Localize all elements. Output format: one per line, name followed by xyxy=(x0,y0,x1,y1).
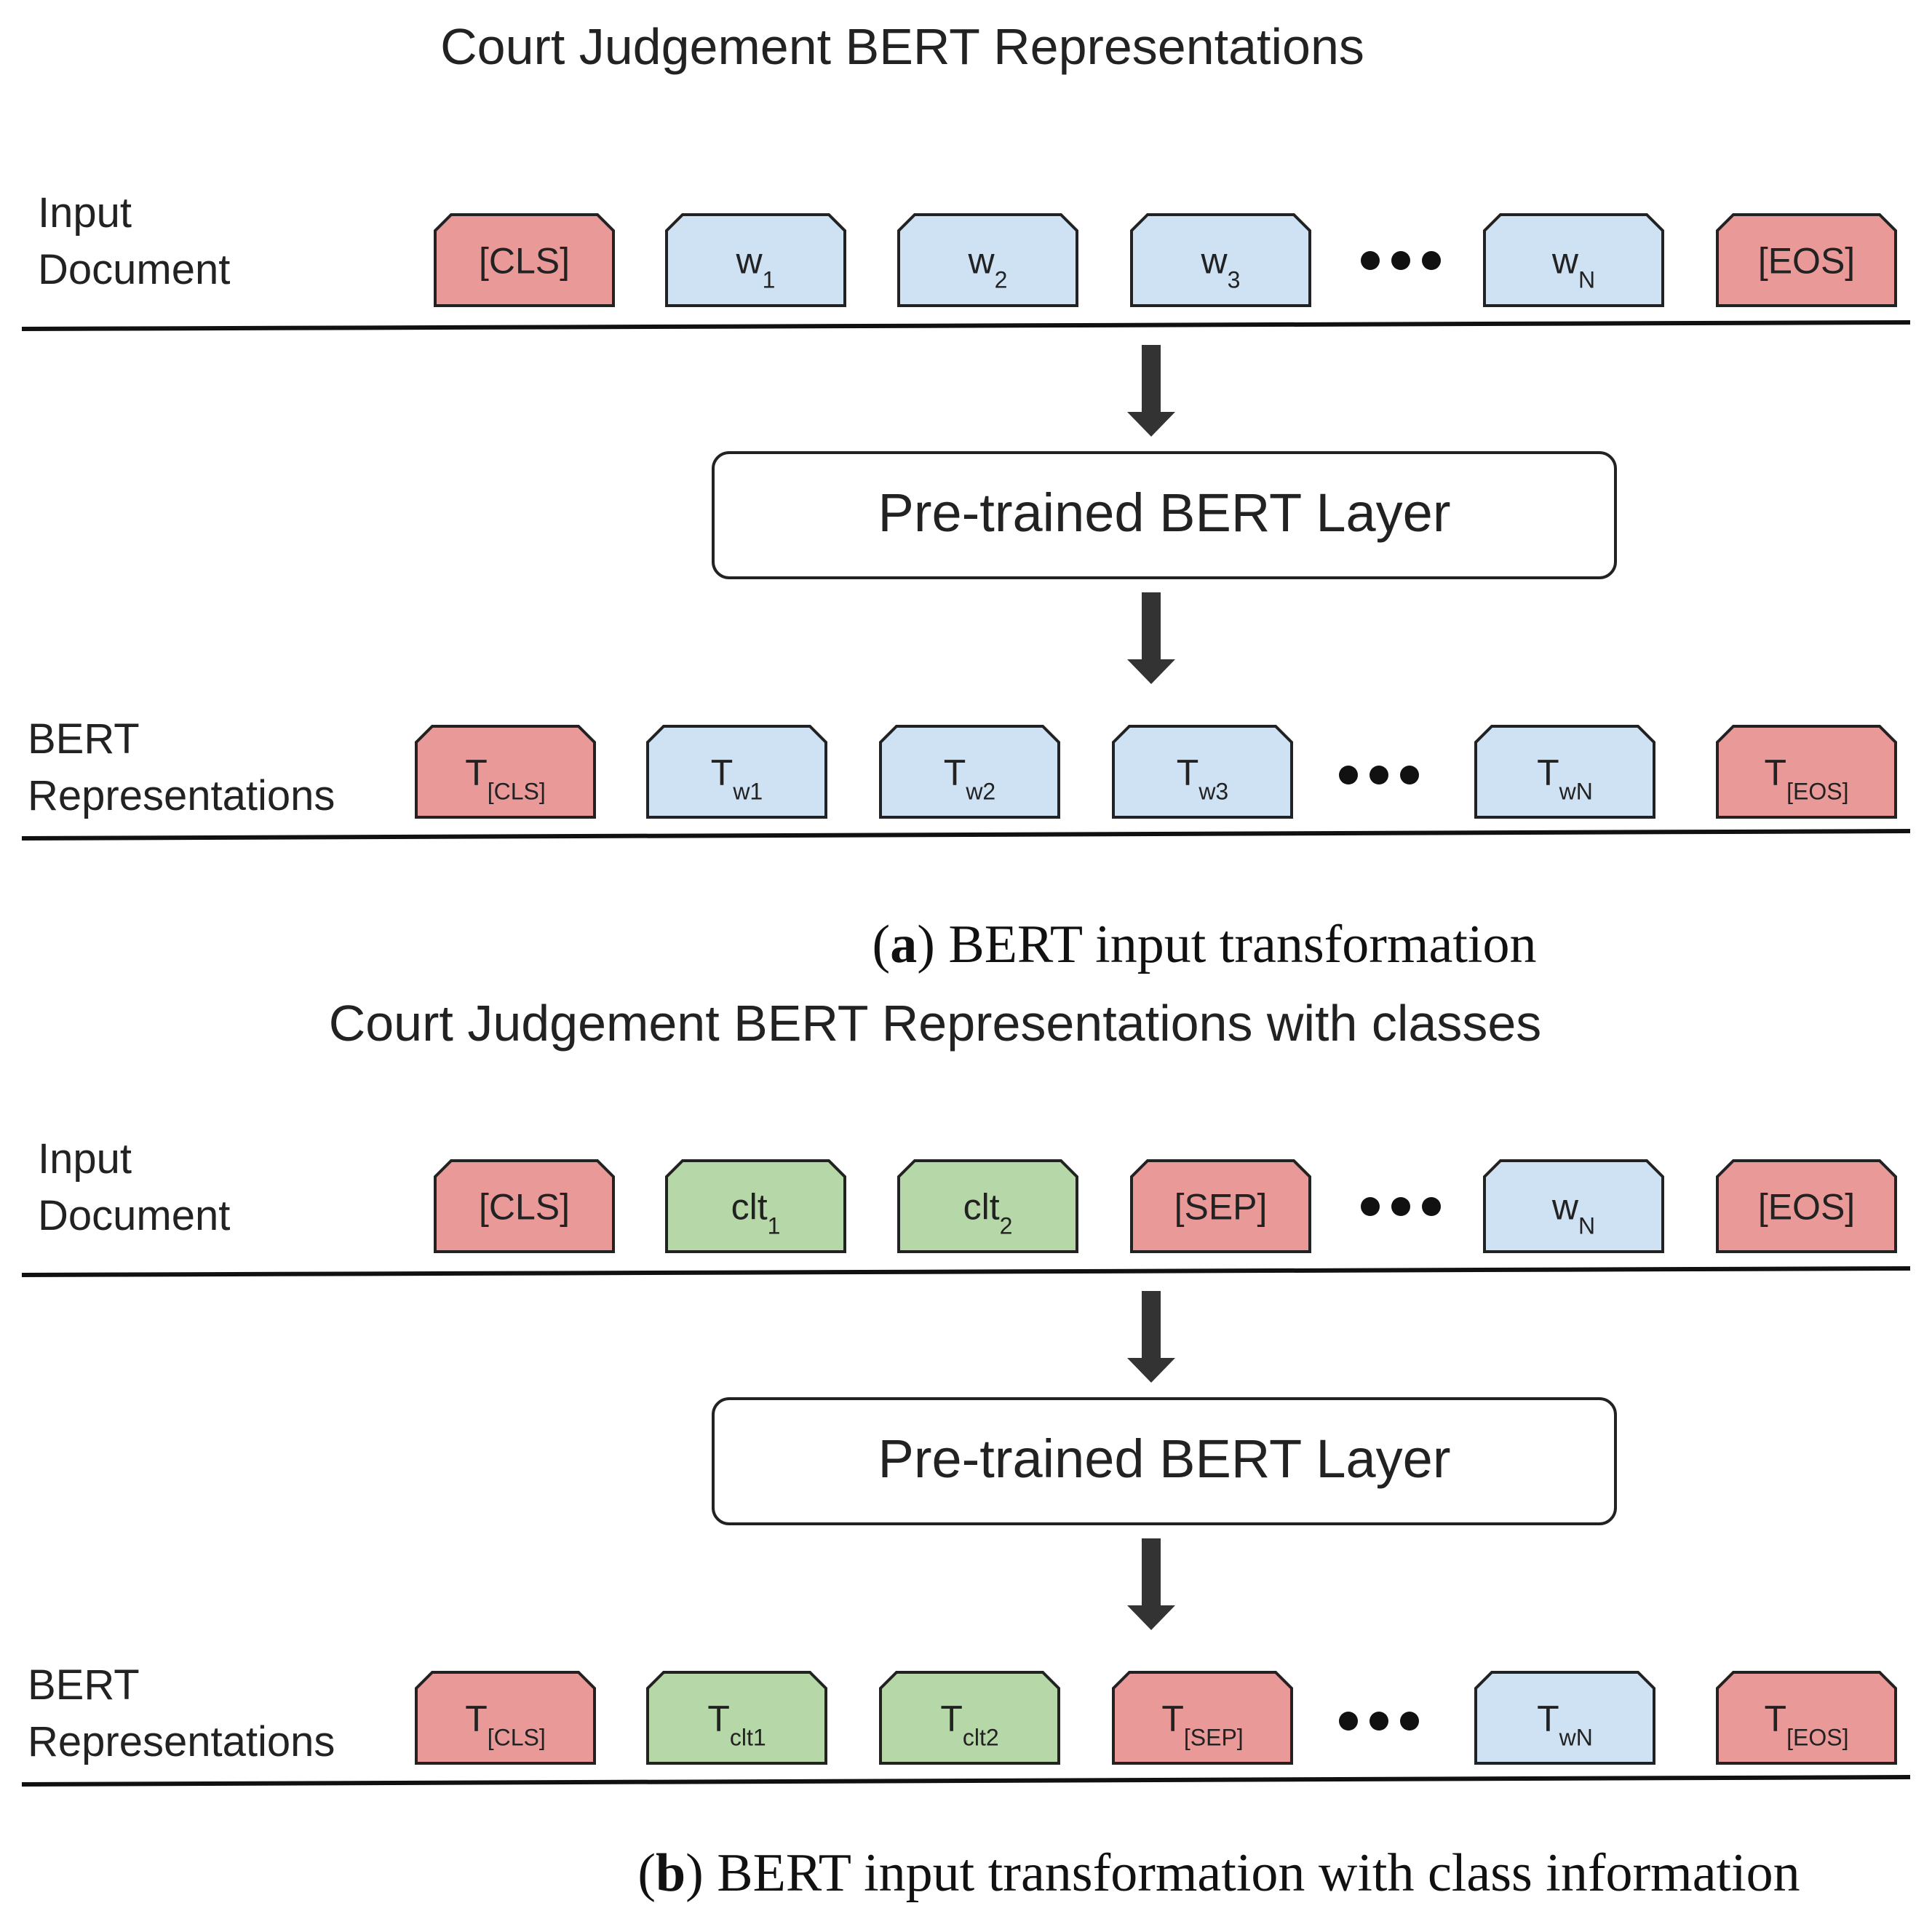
input-token-2-shape xyxy=(897,213,1078,307)
down-arrow-icon xyxy=(1127,345,1175,437)
output-token-3-shape xyxy=(1112,725,1293,819)
output-token-3-label: Tw3 xyxy=(1177,752,1228,805)
input-token-3-shape xyxy=(1130,1159,1311,1253)
output-token-0-label: T[CLS] xyxy=(465,1699,546,1751)
output-token-0-shape xyxy=(415,1671,596,1765)
diagram-title: Court Judgement BERT Representations wit… xyxy=(329,995,1542,1052)
output-token-1-label: Tclt1 xyxy=(707,1699,766,1751)
panel-caption: (a) BERT input transformation xyxy=(872,915,1537,974)
input-token-0-label: [CLS] xyxy=(479,241,570,282)
output-token-3-label: T[SEP] xyxy=(1161,1699,1243,1751)
input-token-2-shape xyxy=(897,1159,1078,1253)
input-token-5-shape xyxy=(1716,213,1897,307)
input-token-4-label: wN xyxy=(1551,1187,1595,1239)
input-ellipsis xyxy=(1361,1197,1441,1216)
input-token-4-shape xyxy=(1483,213,1664,307)
output-baseline xyxy=(21,1775,1911,1787)
input-baseline xyxy=(21,320,1911,331)
output-token-0-label: T[CLS] xyxy=(465,752,546,805)
input-token-5-label: [EOS] xyxy=(1758,241,1855,282)
down-arrow-icon xyxy=(1127,1291,1175,1383)
output-token-2-shape xyxy=(879,1671,1060,1765)
output-token-5-shape xyxy=(1716,725,1897,819)
output-token-1-shape xyxy=(646,725,827,819)
output-token-5-shape xyxy=(1716,1671,1897,1765)
bert-layer-label: Pre-trained BERT Layer xyxy=(878,482,1451,543)
input-token-3-label: [SEP] xyxy=(1174,1187,1268,1228)
input-baseline xyxy=(21,1266,1911,1277)
output-token-1-label: Tw1 xyxy=(711,752,763,805)
bert-layer-box xyxy=(712,1397,1617,1525)
output-ellipsis xyxy=(1339,1712,1419,1731)
input-ellipsis xyxy=(1361,251,1441,270)
panel-caption: (b) BERT input transformation with class… xyxy=(637,1843,1800,1903)
input-token-1-label: clt1 xyxy=(731,1187,781,1239)
output-token-4-shape xyxy=(1474,725,1655,819)
input-token-5-shape xyxy=(1716,1159,1897,1253)
input-token-5-label: [EOS] xyxy=(1758,1187,1855,1228)
output-token-2-label: Tclt2 xyxy=(940,1699,998,1751)
output-token-5-label: T[EOS] xyxy=(1765,752,1849,805)
bert-layer-box xyxy=(712,451,1617,579)
output-token-4-label: TwN xyxy=(1537,752,1593,805)
panel-a: Court Judgement BERT RepresentationsInpu… xyxy=(21,18,1911,974)
input-token-3-label: w3 xyxy=(1201,241,1241,293)
input-token-3-shape xyxy=(1130,213,1311,307)
output-token-4-shape xyxy=(1474,1671,1655,1765)
output-token-0-shape xyxy=(415,725,596,819)
down-arrow-icon xyxy=(1127,1538,1175,1630)
output-token-4-label: TwN xyxy=(1537,1699,1593,1751)
input-token-2-label: w2 xyxy=(968,241,1008,293)
input-token-0-shape xyxy=(434,1159,615,1253)
input-token-0-shape xyxy=(434,213,615,307)
input-token-1-shape xyxy=(665,213,846,307)
input-token-0-label: [CLS] xyxy=(479,1187,570,1228)
output-baseline xyxy=(21,829,1911,841)
input-token-1-shape xyxy=(665,1159,846,1253)
output-token-3-shape xyxy=(1112,1671,1293,1765)
down-arrow-icon xyxy=(1127,592,1175,684)
input-token-1-label: w1 xyxy=(736,241,776,293)
input-token-4-shape xyxy=(1483,1159,1664,1253)
bert-layer-label: Pre-trained BERT Layer xyxy=(878,1429,1451,1489)
input-token-4-label: wN xyxy=(1551,241,1595,293)
output-token-1-shape xyxy=(646,1671,827,1765)
output-token-2-shape xyxy=(879,725,1060,819)
output-token-2-label: Tw2 xyxy=(944,752,995,805)
diagram-title: Court Judgement BERT Representations xyxy=(440,18,1364,75)
output-token-5-label: T[EOS] xyxy=(1765,1699,1849,1751)
panel-b: Court Judgement BERT Representations wit… xyxy=(21,995,1911,1903)
input-token-2-label: clt2 xyxy=(963,1187,1013,1239)
output-ellipsis xyxy=(1339,766,1419,784)
